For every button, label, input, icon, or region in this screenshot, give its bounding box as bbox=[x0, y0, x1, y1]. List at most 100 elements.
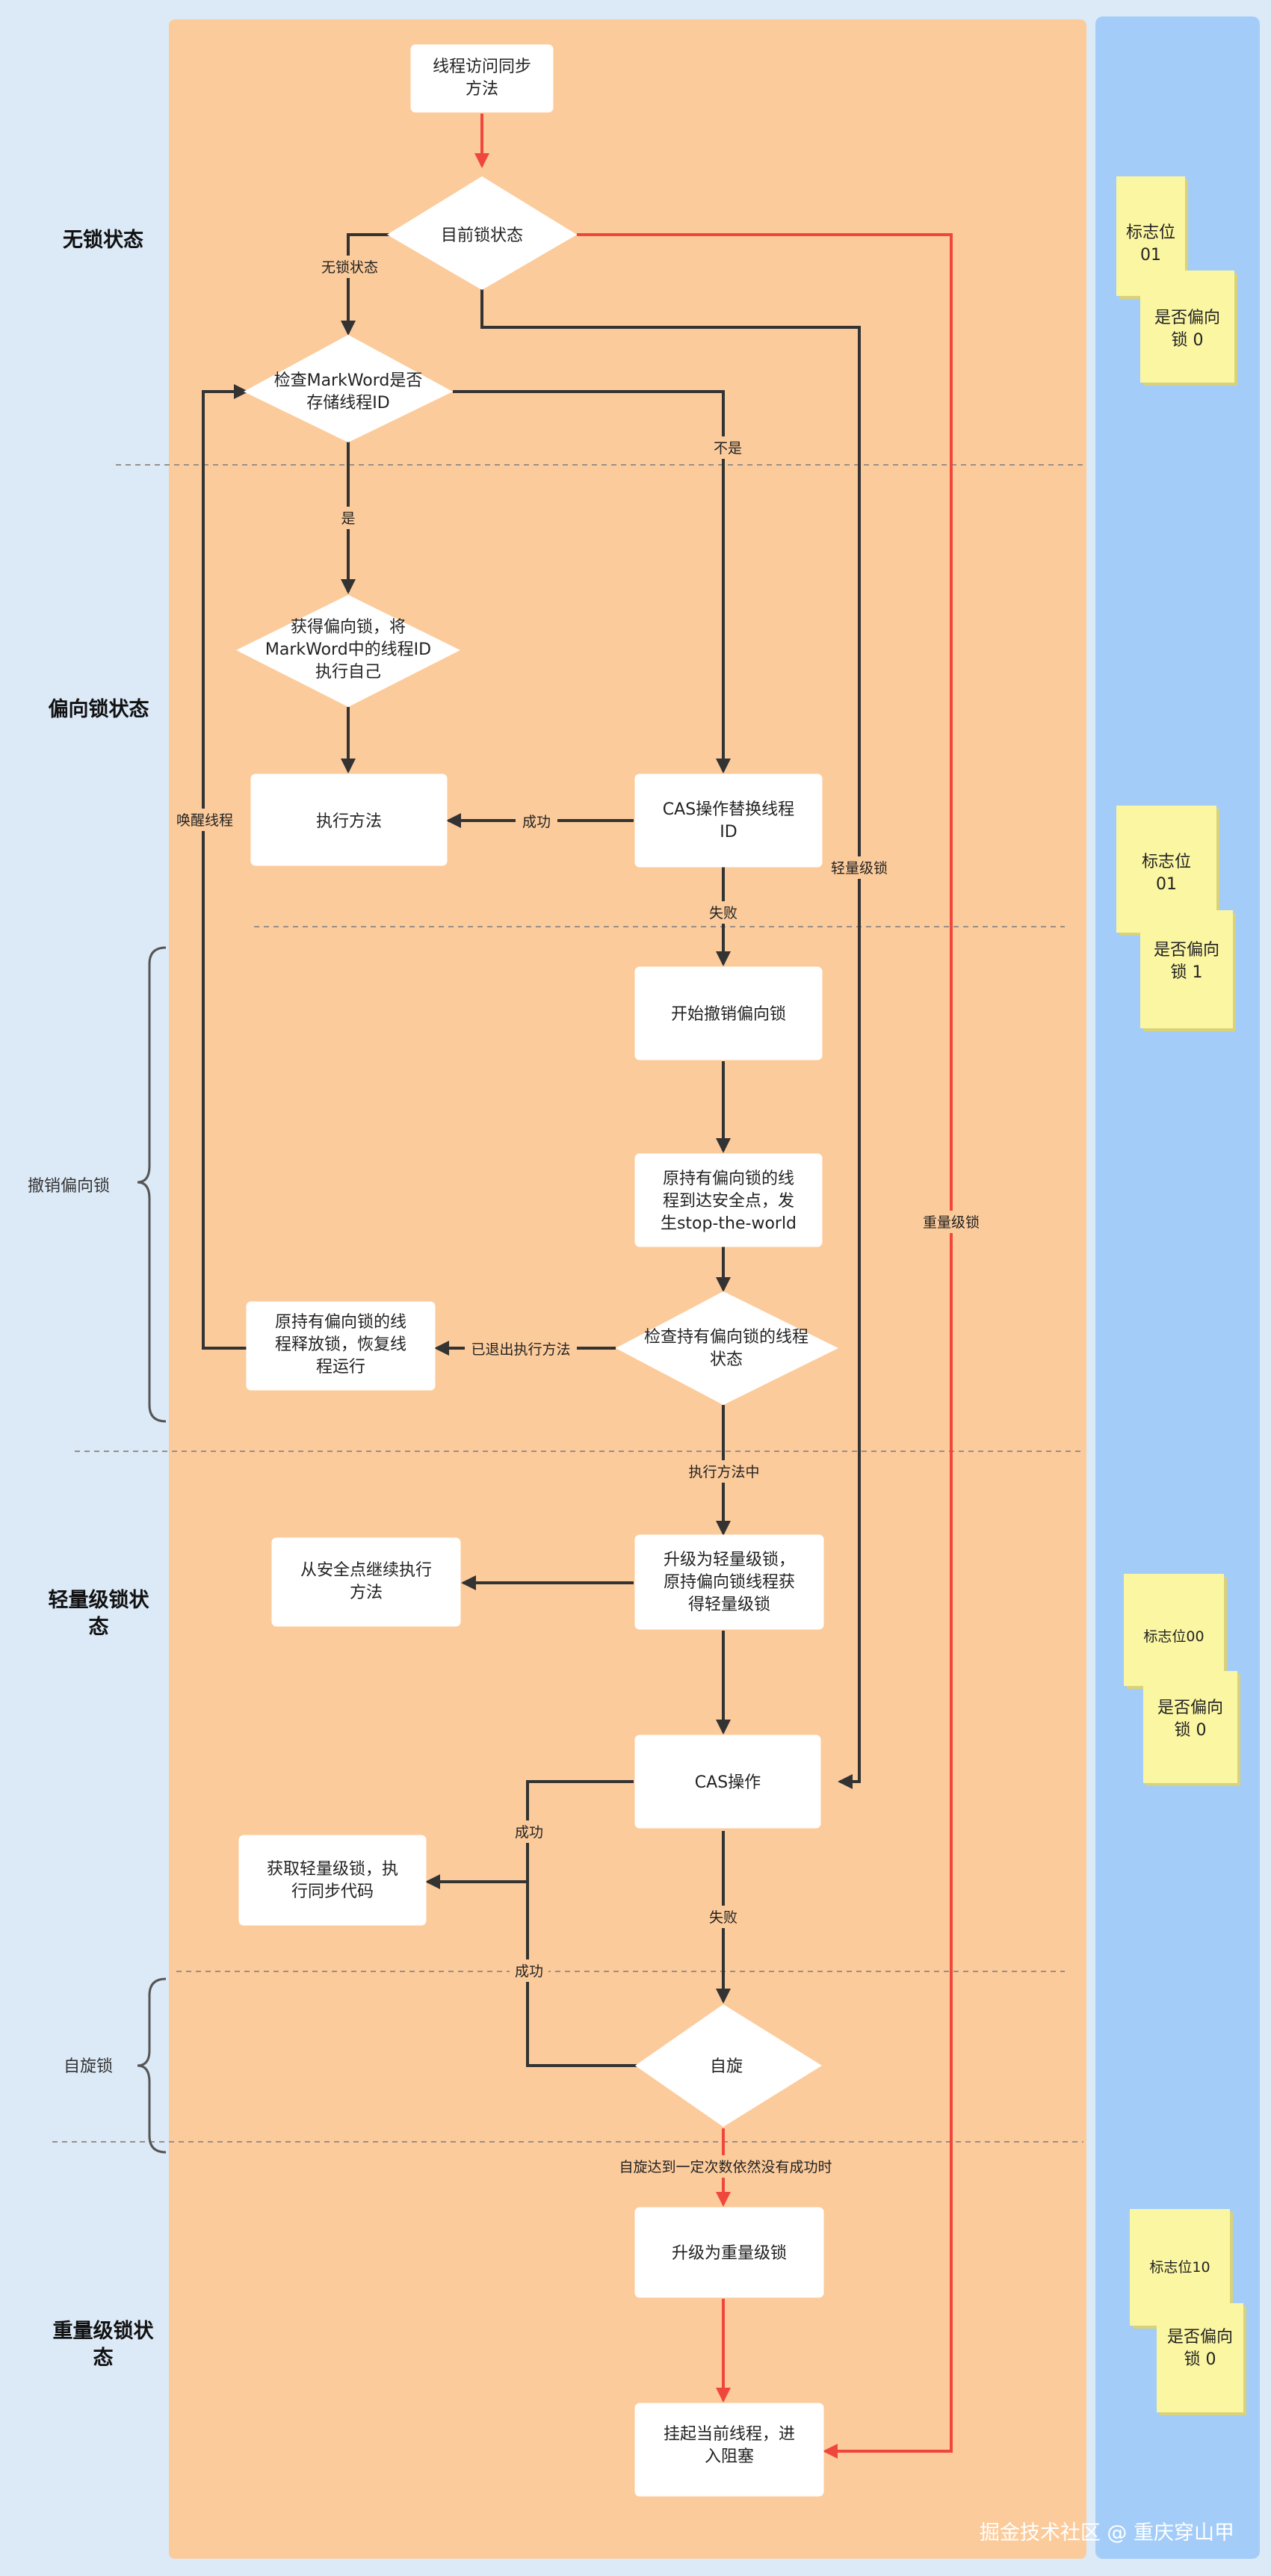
node-suspend: 挂起当前线程，进入阻塞 bbox=[634, 2403, 824, 2497]
text-line: 挂起当前线程，进 bbox=[664, 2425, 795, 2444]
svg-text:执行方法: 执行方法 bbox=[316, 812, 382, 831]
text-line: 程到达安全点，发 bbox=[663, 1192, 794, 1211]
state-lightweight: 轻量级锁状态 bbox=[49, 1588, 150, 1639]
brace-revoke bbox=[137, 946, 167, 1423]
svg-text:唤醒线程: 唤醒线程 bbox=[176, 812, 233, 829]
text-line: 是否偏向 bbox=[1157, 1699, 1223, 1717]
text-line: 程释放锁，恢复线 bbox=[275, 1335, 406, 1354]
svg-text:CAS操作: CAS操作 bbox=[695, 1773, 761, 1792]
svg-text:是否偏向锁 0: 是否偏向锁 0 bbox=[1167, 2328, 1233, 2369]
state-lockfree: 无锁状态 bbox=[63, 228, 143, 252]
edge-label-cas-replace-fail: 失败 bbox=[702, 901, 744, 924]
edge-current-cas-op bbox=[480, 284, 861, 1789]
node-start-revoke: 开始撤销偏向锁 bbox=[634, 966, 823, 1060]
edge-label-heavyweight: 重量级锁 bbox=[917, 1211, 986, 1233]
node-safepoint: 原持有偏向锁的线程到达安全点，发生stop-the-world bbox=[634, 1153, 823, 1247]
svg-text:开始撤销偏向锁: 开始撤销偏向锁 bbox=[671, 1005, 786, 1024]
edge-label-wakeup: 唤醒线程 bbox=[172, 809, 238, 831]
text-line: 标志位00 bbox=[1143, 1628, 1204, 1645]
text-line: ID bbox=[720, 823, 737, 841]
text-line: 执行自己 bbox=[315, 663, 381, 682]
node-start: 线程访问同步方法 bbox=[410, 44, 554, 113]
text-line: 检查持有偏向锁的线程 bbox=[644, 1328, 808, 1347]
edge-current-suspend bbox=[577, 233, 953, 2459]
edge-label-no: 不是 bbox=[705, 436, 750, 459]
edge-label-executing: 执行方法中 bbox=[683, 1460, 765, 1483]
svg-text:执行方法中: 执行方法中 bbox=[688, 1464, 759, 1480]
svg-text:不是: 不是 bbox=[714, 440, 742, 457]
text-line: 检查MarkWord是否 bbox=[274, 371, 423, 390]
text-line: 轻量级锁状 bbox=[49, 1588, 150, 1612]
text-line: 开始撤销偏向锁 bbox=[671, 1005, 786, 1024]
text-line: 标志位10 bbox=[1149, 2259, 1210, 2276]
svg-text:成功: 成功 bbox=[515, 1824, 543, 1841]
svg-text:目前锁状态: 目前锁状态 bbox=[441, 226, 523, 245]
text-line: 态 bbox=[93, 2347, 114, 2370]
edge-spin-get-light bbox=[526, 1882, 637, 2067]
text-line: 是否偏向 bbox=[1154, 309, 1220, 327]
node-exec-method: 执行方法 bbox=[250, 773, 448, 866]
text-line: 锁 0 bbox=[1175, 1721, 1207, 1740]
svg-text:轻量级锁: 轻量级锁 bbox=[831, 860, 888, 877]
flag-zone bbox=[1095, 16, 1260, 2559]
text-line: 目前锁状态 bbox=[441, 226, 523, 245]
text-line: 偏向锁状态 bbox=[49, 697, 149, 721]
state-heavyweight: 重量级锁状态 bbox=[53, 2319, 155, 2370]
text-line: CAS操作 bbox=[695, 1773, 761, 1792]
node-current-state: 目前锁状态 bbox=[387, 176, 577, 290]
svg-text:获取轻量级锁，执行同步代码: 获取轻量级锁，执行同步代码 bbox=[267, 1860, 398, 1901]
edge-label-spin-success: 成功 bbox=[510, 1959, 548, 1982]
svg-text:升级为重量级锁: 升级为重量级锁 bbox=[672, 2244, 787, 2263]
text-line: 获取轻量级锁，执 bbox=[267, 1860, 398, 1879]
svg-text:原持有偏向锁的线程到达安全点，发生stop-the-worl: 原持有偏向锁的线程到达安全点，发生stop-the-world bbox=[661, 1170, 797, 1233]
svg-text:成功: 成功 bbox=[515, 1963, 543, 1980]
edge-label-exited: 已退出执行方法 bbox=[465, 1338, 577, 1360]
node-upgrade-heavy: 升级为重量级锁 bbox=[634, 2207, 824, 2298]
edge-check-markword-cas-replace bbox=[453, 390, 731, 773]
phase-spin: 自旋锁 bbox=[64, 2057, 113, 2076]
svg-text:是否偏向锁 1: 是否偏向锁 1 bbox=[1154, 941, 1219, 982]
edge-label-lockfree: 无锁状态 bbox=[309, 256, 390, 278]
node-continue-safepoint: 从安全点继续执行方法 bbox=[271, 1537, 461, 1627]
svg-text:已退出执行方法: 已退出执行方法 bbox=[471, 1341, 570, 1358]
state-biased: 偏向锁状态 bbox=[49, 697, 149, 721]
text-line: 入阻塞 bbox=[705, 2447, 754, 2466]
note-light: 标志位00 是否偏向锁 0 bbox=[1124, 1574, 1240, 1786]
svg-text:检查持有偏向锁的线程状态: 检查持有偏向锁的线程状态 bbox=[644, 1328, 808, 1369]
svg-text:是否偏向锁 0: 是否偏向锁 0 bbox=[1157, 1699, 1223, 1740]
edge-label-lightweight: 轻量级锁 bbox=[825, 856, 894, 879]
svg-text:重量级锁: 重量级锁 bbox=[923, 1214, 980, 1231]
text-line: 锁 0 bbox=[1184, 2350, 1216, 2369]
watermark-text: 掘金技术社区 @ 重庆穿山甲 bbox=[980, 2521, 1234, 2545]
node-check-markword: 检查MarkWord是否存储线程ID bbox=[244, 335, 453, 442]
svg-text:线程访问同步方法: 线程访问同步方法 bbox=[433, 58, 531, 99]
svg-text:挂起当前线程，进入阻塞: 挂起当前线程，进入阻塞 bbox=[664, 2425, 795, 2466]
text-line: 升级为重量级锁 bbox=[672, 2244, 787, 2263]
node-release: 原持有偏向锁的线程释放锁，恢复线程运行 bbox=[246, 1301, 436, 1391]
svg-text:自旋: 自旋 bbox=[710, 2057, 743, 2076]
text-line: 执行方法 bbox=[316, 812, 382, 831]
text-line: 得轻量级锁 bbox=[688, 1596, 770, 1614]
svg-text:检查MarkWord是否存储线程ID: 检查MarkWord是否存储线程ID bbox=[274, 371, 423, 413]
svg-text:是否偏向锁 0: 是否偏向锁 0 bbox=[1154, 309, 1220, 350]
svg-text:标志位10: 标志位10 bbox=[1149, 2259, 1210, 2276]
svg-text:从安全点继续执行方法: 从安全点继续执行方法 bbox=[300, 1561, 432, 1602]
node-upgrade-light: 升级为轻量级锁，原持偏向锁线程获得轻量级锁 bbox=[634, 1534, 824, 1630]
edge-label-yes: 是 bbox=[333, 507, 363, 529]
text-line: 原持偏向锁线程获 bbox=[664, 1573, 795, 1592]
text-line: 01 bbox=[1140, 246, 1161, 265]
node-cas-op: CAS操作 bbox=[634, 1735, 821, 1829]
edge-label-cas-op-success: 成功 bbox=[510, 1820, 548, 1843]
text-line: 线程访问同步 bbox=[433, 58, 531, 76]
text-line: 无锁状态 bbox=[63, 228, 143, 252]
brace-spin bbox=[137, 1977, 167, 2154]
svg-text:升级为轻量级锁，原持偏向锁线程获得轻量级锁: 升级为轻量级锁，原持偏向锁线程获得轻量级锁 bbox=[664, 1551, 795, 1614]
svg-text:成功: 成功 bbox=[522, 814, 551, 830]
text-line: 行同步代码 bbox=[291, 1882, 374, 1901]
text-line: 从安全点继续执行 bbox=[300, 1561, 432, 1580]
text-line: 生stop-the-world bbox=[661, 1214, 797, 1233]
